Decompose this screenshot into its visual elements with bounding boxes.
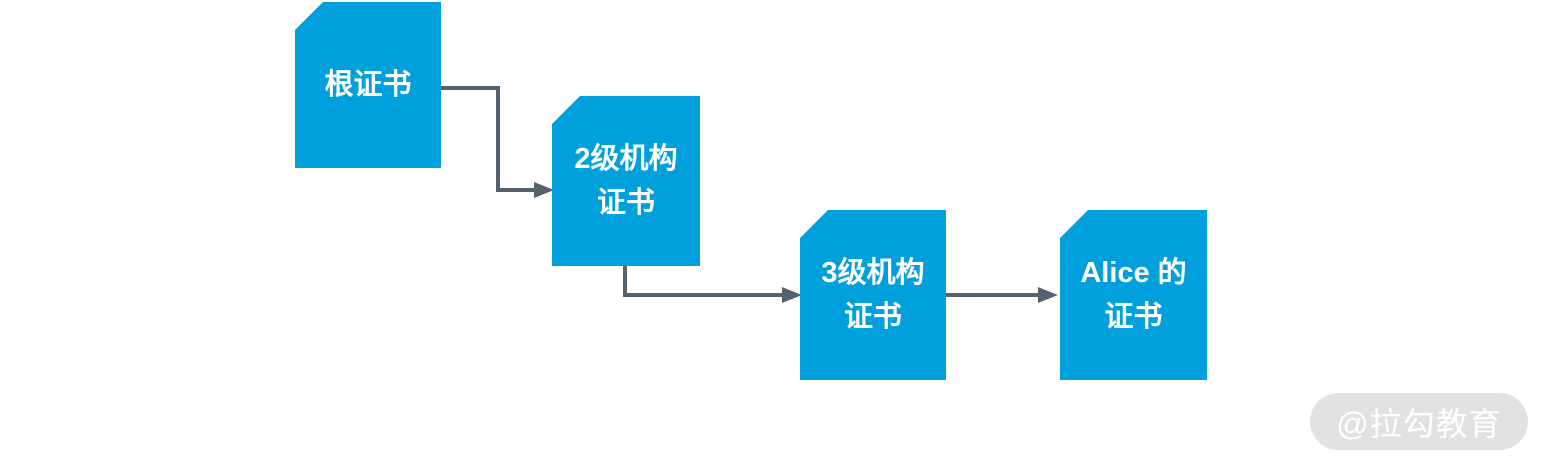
arrow-level3-to-alice [946, 287, 1058, 303]
cert-node-root-label: 根证书 [324, 68, 412, 101]
cert-node-alice-label: Alice 的 证书 [1080, 256, 1187, 333]
arrow-root-to-level2 [441, 86, 554, 198]
watermark-text: @拉勾教育 [1336, 405, 1502, 442]
cert-node-level2: 2级机构 证书 [552, 96, 700, 266]
cert-node-level3: 3级机构 证书 [800, 210, 946, 380]
cert-node-alice: Alice 的 证书 [1060, 210, 1207, 380]
cert-node-level2-label: 2级机构 证书 [574, 142, 678, 219]
watermark-badge: @拉勾教育 [1310, 393, 1528, 450]
arrow-level2-to-level3 [623, 266, 802, 303]
cert-node-level3-label: 3级机构 证书 [821, 256, 925, 333]
cert-node-root: 根证书 [295, 2, 441, 168]
